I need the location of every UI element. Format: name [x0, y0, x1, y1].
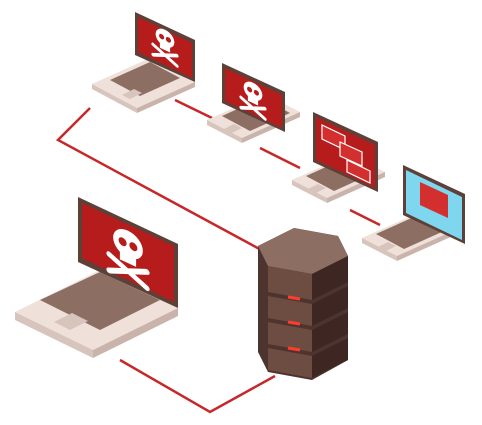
server-rack-icon: [258, 228, 348, 380]
link-main-server: [119, 358, 276, 414]
network-lines: [55, 98, 381, 414]
link-laptop2-laptop3: [259, 146, 301, 170]
laptop-1: [92, 12, 195, 113]
error-window-icon: [420, 182, 448, 218]
link-laptop1-server: [55, 107, 266, 254]
server-led: [287, 295, 301, 352]
laptop-4: [362, 165, 465, 261]
laptop-3: [292, 112, 385, 203]
link-laptop1-laptop2: [174, 98, 213, 120]
link-laptop3-laptop4: [349, 208, 381, 227]
error-window-icon: [321, 124, 371, 184]
laptop-2: [207, 63, 300, 143]
laptop-main: [15, 197, 178, 358]
